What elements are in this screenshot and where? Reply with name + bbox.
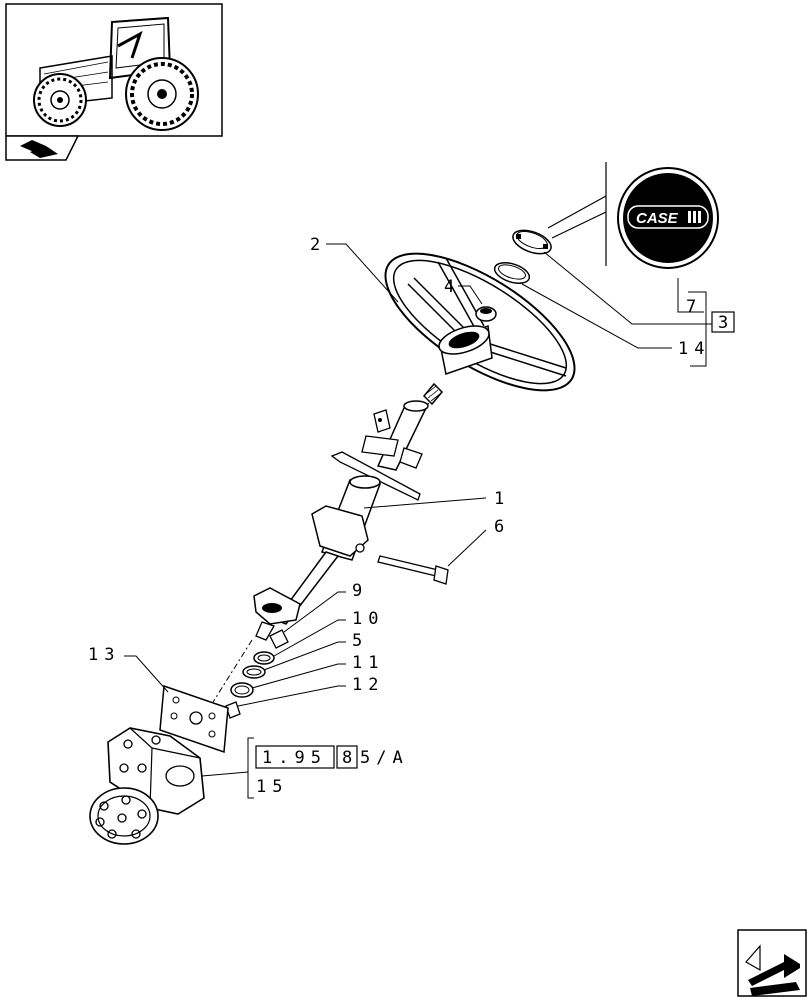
label-6: 6 xyxy=(494,517,510,537)
label-13: 13 xyxy=(88,645,120,665)
reference-part1: 1.95 xyxy=(262,748,327,768)
label-12: 12 xyxy=(352,675,384,695)
next-page-arrow-icon[interactable] xyxy=(737,929,807,997)
label-3: 3 xyxy=(718,313,728,333)
label-14: 14 xyxy=(678,339,710,359)
label-1: 1 xyxy=(494,489,510,509)
reference-part3: 5/A xyxy=(360,748,409,768)
label-9: 9 xyxy=(352,581,368,601)
horn-cap xyxy=(512,229,552,255)
cover-ring xyxy=(493,262,531,284)
label-5: 5 xyxy=(352,631,368,651)
tractor-thumbnail[interactable] xyxy=(5,3,223,137)
logo-text: CASE xyxy=(636,210,679,227)
label-7: 7 xyxy=(686,297,702,317)
book-icon[interactable] xyxy=(5,135,80,161)
steering-column xyxy=(253,382,444,641)
label-11: 11 xyxy=(352,653,384,673)
bolt xyxy=(377,555,449,585)
label-10: 10 xyxy=(352,609,384,629)
mounting-plate xyxy=(159,684,229,754)
reference-link[interactable]: 1.95 8 5/A xyxy=(255,745,409,769)
logo-badge: CASE xyxy=(547,162,719,269)
label-15: 15 xyxy=(256,777,288,797)
label-4: 4 xyxy=(444,277,460,297)
reference-box-3[interactable]: 3 xyxy=(711,311,735,333)
steering-wheel xyxy=(384,252,576,392)
leader-lines xyxy=(124,243,712,799)
label-2: 2 xyxy=(310,235,326,255)
reference-part2: 8 xyxy=(342,748,352,768)
steering-unit xyxy=(89,727,205,845)
small-parts xyxy=(225,629,289,719)
